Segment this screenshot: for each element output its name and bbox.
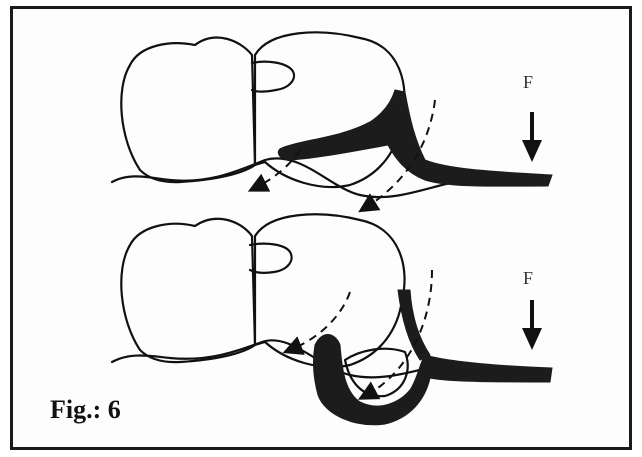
upper-left-tooth xyxy=(121,38,255,183)
upper-clasp xyxy=(278,90,552,186)
lower-left-tooth xyxy=(121,219,255,362)
upper-force-arrow xyxy=(522,112,542,162)
lower-clasp-window xyxy=(345,349,408,396)
lower-panel: F xyxy=(112,214,552,424)
lower-force-label: F xyxy=(523,268,533,288)
lower-force-arrow xyxy=(522,300,542,350)
figure-caption: Fig.: 6 xyxy=(50,395,121,425)
lower-rest-seat xyxy=(250,244,292,273)
upper-gum-line xyxy=(112,158,450,197)
lower-gum-line xyxy=(112,340,440,377)
upper-panel: F xyxy=(112,32,552,208)
upper-rest-seat xyxy=(252,62,294,92)
upper-force-label: F xyxy=(523,72,533,92)
upper-right-tooth xyxy=(255,32,405,187)
